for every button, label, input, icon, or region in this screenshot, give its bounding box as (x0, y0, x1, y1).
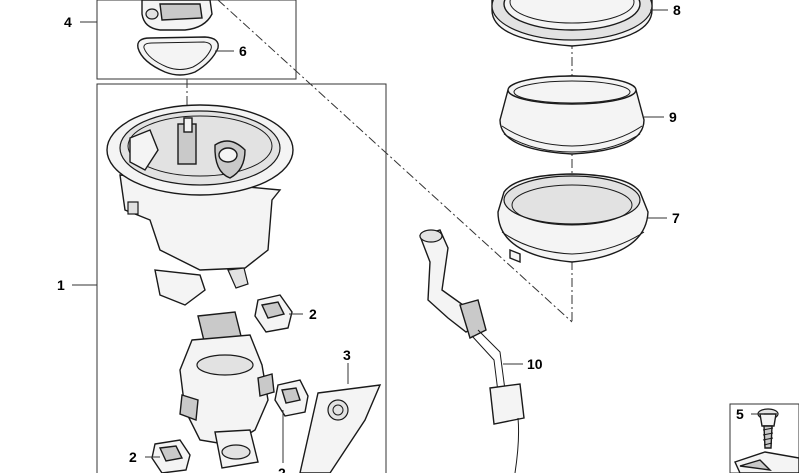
part-flange-ring (497, 173, 649, 264)
part-wedge (299, 384, 382, 473)
frame-top-left (96, 0, 297, 80)
callout-2-upper: 2 (309, 306, 317, 322)
part-sealing-ring (499, 75, 645, 155)
part-screw-inset (729, 403, 799, 473)
callouts: 1 2 2 2 3 4 5 6 7 8 9 10 (57, 2, 744, 473)
callout-7: 7 (672, 210, 680, 226)
callout-2-middle: 2 (278, 465, 286, 473)
frames (96, 0, 387, 473)
callout-6: 6 (239, 43, 247, 59)
callout-3: 3 (343, 347, 351, 363)
callout-9: 9 (669, 109, 677, 125)
callout-4: 4 (64, 14, 72, 30)
part-clip-lower (151, 439, 191, 473)
part-level-sensor (419, 229, 525, 473)
frame-main (96, 83, 387, 473)
callout-1: 1 (57, 277, 65, 293)
part-seal-6 (137, 36, 219, 76)
callout-2-lower: 2 (129, 449, 137, 465)
part-cap (141, 0, 213, 31)
part-pump-insert (179, 311, 275, 469)
callout-10: 10 (527, 356, 543, 372)
part-pump-housing (106, 104, 294, 306)
part-clip-upper (254, 294, 293, 333)
part-lock-ring (491, 0, 653, 47)
callout-5: 5 (736, 406, 744, 422)
leader-lines (72, 9, 764, 463)
part-clip-middle (274, 379, 309, 417)
callout-8: 8 (673, 2, 681, 18)
